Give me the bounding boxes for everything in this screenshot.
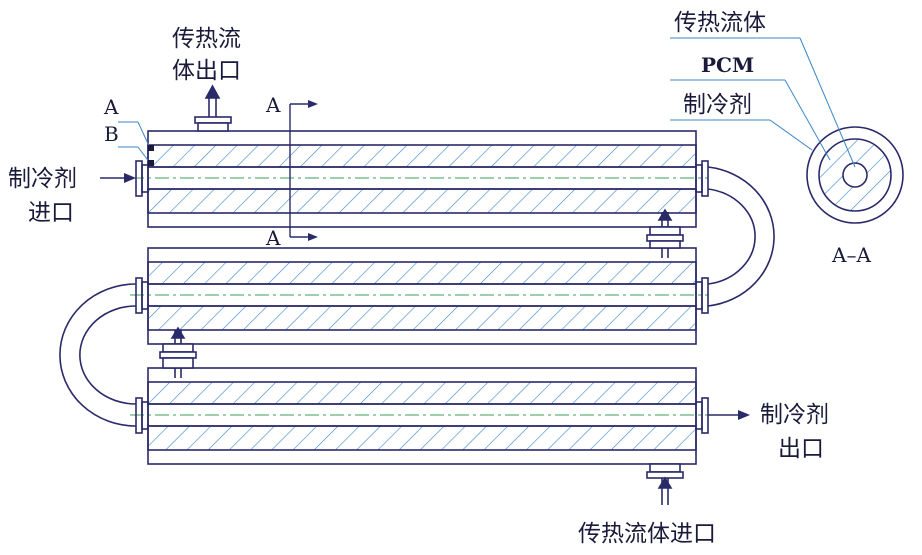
legend-htf-label: 传热流体	[674, 10, 766, 36]
section-legend-leaders	[670, 37, 856, 168]
htf-inlet-label: 传热流体进口	[578, 521, 716, 547]
tube-pass-3	[130, 367, 709, 465]
htf-core	[842, 162, 868, 188]
pcm-layer	[147, 188, 697, 214]
pcm-layer	[147, 305, 697, 331]
pcm-layer	[147, 381, 697, 405]
section-line-a	[289, 100, 318, 241]
tube-pass-1	[130, 130, 709, 228]
htf-connector-nozzle-right	[646, 208, 684, 258]
pcm-layer	[147, 144, 697, 168]
refrigerant-inlet-label-line2: 进口	[28, 200, 74, 226]
u-bend-left	[59, 283, 137, 427]
pcm-layer	[147, 425, 697, 451]
htf-outlet-label-line1: 传热流	[172, 26, 241, 52]
point-b-label: B	[104, 122, 119, 146]
u-bend-right	[707, 166, 775, 307]
tube-pass-2	[130, 247, 709, 345]
point-markers	[118, 121, 154, 166]
htf-inlet-nozzle	[646, 463, 684, 505]
legend-pcm-label: PCM	[701, 53, 754, 77]
refrigerant-inlet-arrow	[100, 173, 136, 183]
refrigerant-inlet-label-line1: 制冷剂	[8, 166, 77, 192]
point-b-marker	[148, 160, 154, 166]
refrigerant-outlet-label-line2: 出口	[778, 436, 824, 462]
section-view	[806, 126, 904, 224]
section-view-caption: A–A	[831, 243, 871, 267]
point-a-marker	[148, 145, 154, 151]
htf-connector-nozzle-left	[159, 326, 197, 378]
flange	[701, 160, 709, 197]
flange	[701, 277, 709, 314]
refrigerant-outlet-label-line1: 制冷剂	[760, 402, 829, 428]
legend-refrigerant-label: 制冷剂	[683, 92, 752, 118]
htf-outlet-nozzle	[194, 84, 232, 132]
refrigerant-outlet-arrow	[708, 410, 750, 420]
point-a-label: A	[103, 95, 119, 119]
pcm-layer	[147, 261, 697, 285]
section-label-bottom: A	[265, 226, 281, 250]
section-label-top: A	[265, 93, 281, 117]
htf-outlet-label-line2: 体出口	[172, 58, 241, 84]
